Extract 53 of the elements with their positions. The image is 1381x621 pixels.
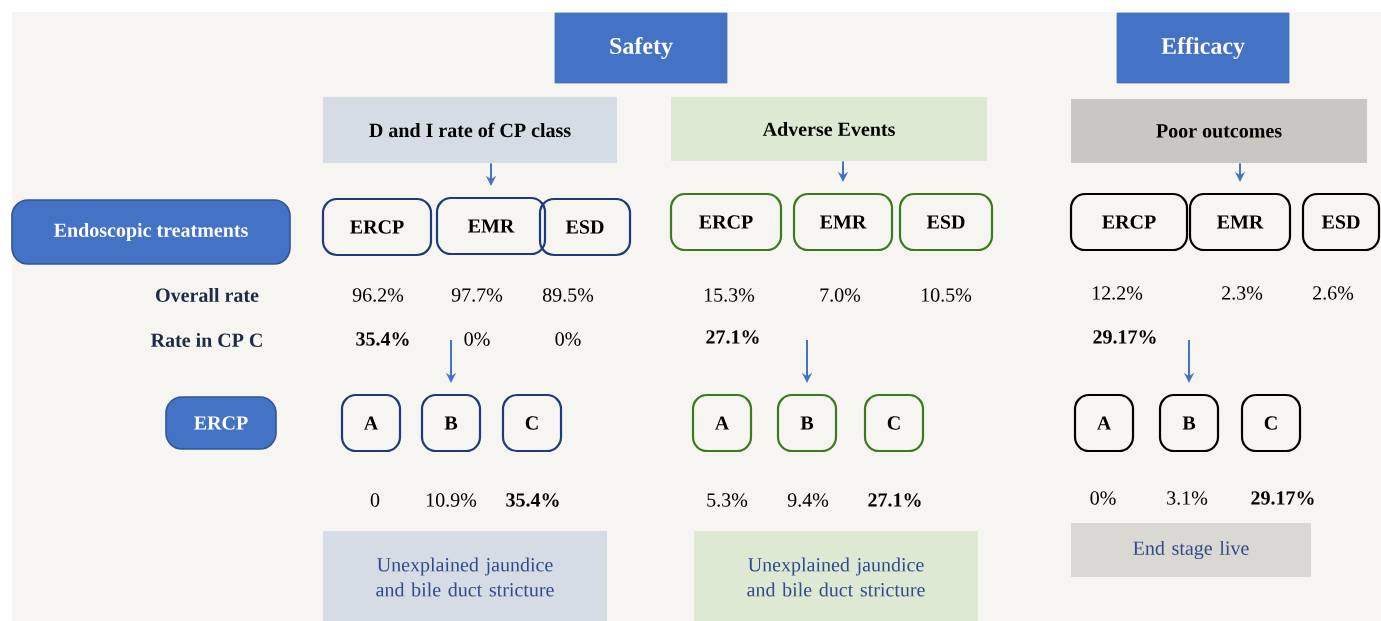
header-box: Safety	[554, 12, 728, 84]
header-box: Efficacy	[1116, 12, 1290, 84]
treatment-box: ERCP	[1069, 192, 1189, 252]
rate-value: 7.0%	[820, 288, 861, 302]
rate-value: 97.7%	[451, 288, 503, 302]
rate-value: 10.9%	[426, 493, 477, 507]
treatment-box: ESD	[898, 192, 994, 252]
class-box: C	[863, 393, 925, 453]
rate-value: 5.3%	[707, 493, 748, 507]
treatment-box: ERCP	[321, 197, 433, 257]
rate-value: 29.17%	[1251, 491, 1314, 505]
rate-value: 27.1%	[868, 493, 921, 507]
treatment-box: EMR	[435, 196, 547, 256]
rate-value: 12.2%	[1092, 286, 1143, 300]
rate-value: 2.3%	[1222, 286, 1263, 300]
rate-value: 0%	[464, 332, 490, 346]
rate-value: 15.3%	[704, 288, 755, 302]
class-box: A	[1073, 393, 1135, 453]
rate-value: 27.1%	[706, 330, 759, 344]
class-box: B	[776, 393, 838, 453]
treatment-box: EMR	[792, 192, 894, 252]
treatment-box: Endoscopic treatments	[11, 199, 291, 265]
treatment-box: ERCP	[165, 396, 277, 450]
rate-value: 35.4%	[506, 493, 559, 507]
treatment-box: ERCP	[669, 192, 783, 252]
finding-box: Unexplained jaundice and bile duct stricture	[694, 531, 978, 621]
class-box: C	[501, 393, 563, 453]
rate-value: 2.6%	[1313, 286, 1354, 300]
treatment-box: EMR	[1188, 192, 1292, 252]
row-label: Overall rate	[156, 287, 259, 303]
row-label: Rate in CP C	[150, 332, 262, 348]
class-box: B	[1158, 393, 1220, 453]
rate-value: 10.5%	[921, 288, 972, 302]
rate-value: 0%	[1090, 491, 1116, 505]
rate-value: 29.17%	[1093, 330, 1156, 344]
rate-value: 35.4%	[356, 332, 409, 346]
class-box: A	[691, 393, 753, 453]
treatment-box: ESD	[538, 197, 632, 257]
rate-value: 9.4%	[787, 493, 829, 507]
rate-value: 3.1%	[1167, 491, 1208, 505]
category-box: Adverse Events	[671, 97, 987, 161]
category-box: D and I rate of CP class	[323, 97, 617, 163]
finding-box: End stage live	[1071, 523, 1311, 577]
rate-value: 89.5%	[542, 288, 594, 302]
class-box: C	[1240, 393, 1302, 453]
rate-value: 0%	[555, 332, 581, 346]
finding-box: Unexplained jaundice and bile duct stricture	[323, 531, 607, 621]
rate-value: 0	[370, 493, 380, 507]
category-box: Poor outcomes	[1071, 99, 1367, 163]
class-box: B	[420, 393, 482, 453]
rate-value: 96.2%	[352, 288, 404, 302]
treatment-box: ESD	[1301, 192, 1381, 252]
class-box: A	[340, 393, 402, 453]
